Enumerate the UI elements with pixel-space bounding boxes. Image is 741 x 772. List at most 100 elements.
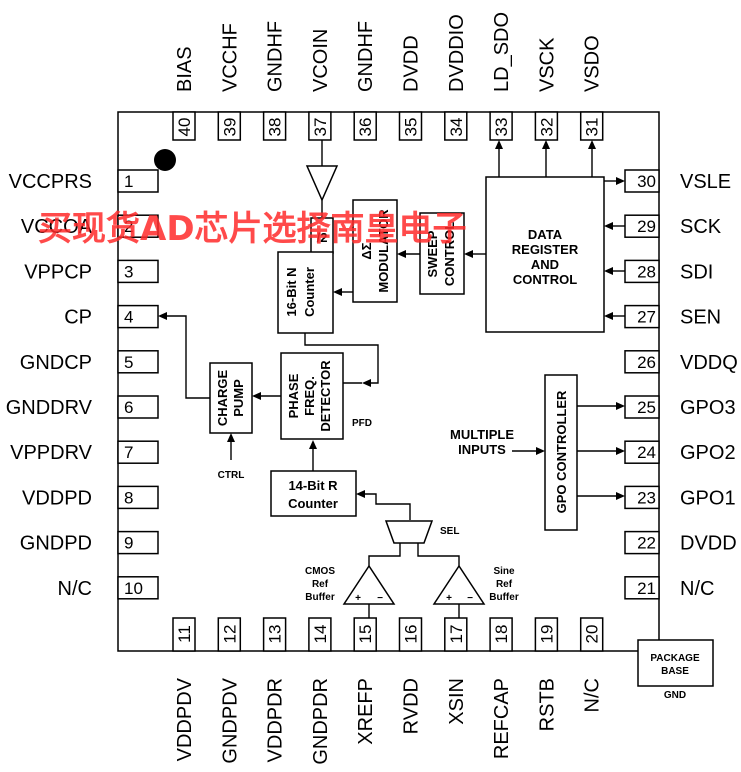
pin-9-box (117, 530, 159, 555)
sine-label-2: Ref (496, 579, 513, 590)
pin-24-box (624, 440, 660, 464)
pin-16-box (398, 617, 423, 652)
vco-buffer (305, 165, 339, 202)
pin-4-number: 4 (124, 308, 133, 327)
pin-38-box (262, 111, 287, 141)
pin-39-number: 39 (220, 118, 239, 137)
pin-40-name: BIAS (174, 46, 196, 92)
pin-30-number: 30 (637, 172, 656, 191)
pin-21-name: N/C (680, 578, 714, 600)
pin-6-name: GNDDRV (6, 397, 93, 419)
pin-39-box (217, 111, 242, 141)
n-counter-label-1: 16-Bit N (284, 267, 299, 316)
cmos-label-2: Ref (312, 579, 329, 590)
pin-31-number: 31 (583, 118, 602, 137)
pin-15-number: 15 (356, 625, 375, 644)
cmos-minus: − (377, 593, 383, 604)
gpo-controller-block (544, 374, 578, 531)
pin-27-number: 27 (637, 308, 656, 327)
pin-2-box (117, 214, 159, 238)
pin-28-name: SDI (680, 261, 713, 283)
pin-23-name: GPO1 (680, 487, 736, 509)
pin-5-box (117, 350, 159, 374)
pin-6-number: 6 (124, 398, 133, 417)
pin-14-number: 14 (311, 625, 330, 644)
pin-32-number: 32 (537, 118, 556, 137)
sine-label-3: Buffer (489, 592, 519, 603)
pin-15-name: XREFP (355, 678, 377, 745)
pin-22-number: 22 (637, 534, 656, 553)
r-counter-label-2: Counter (288, 496, 338, 511)
pin-7-number: 7 (124, 443, 133, 462)
pfd-label-2: FREQ. (302, 376, 317, 416)
package-base-label-1: PACKAGE (650, 653, 700, 664)
pin-31-box (579, 111, 604, 141)
pin-34-box (444, 111, 468, 141)
watermark-text: 买现货AD芯片选择南皇电子 (38, 209, 467, 249)
charge-pump-label-1: CHARGE (215, 370, 230, 427)
ctrl-label: CTRL (218, 470, 245, 481)
pin-18-number: 18 (492, 625, 511, 644)
pin-18-box (489, 617, 513, 652)
pin-32-box (534, 111, 559, 141)
pin-20-name: N/C (582, 678, 604, 712)
pin-12-number: 12 (220, 625, 239, 644)
pin-18-name: REFCAP (491, 678, 513, 759)
pin-3-name: VPPCP (24, 261, 92, 283)
sweep-label-1: SWEEP (425, 230, 440, 277)
pin-16-name: RVDD (401, 678, 423, 734)
pin-37-number: 37 (311, 118, 330, 137)
pin-38-name: GNDHF (265, 21, 287, 92)
pin-36-name: GNDHF (355, 21, 377, 92)
pin-23-number: 23 (637, 488, 656, 507)
pin-13-name: VDDPDR (265, 678, 287, 762)
pin-19-number: 19 (537, 625, 556, 644)
pin-8-name: VDDPD (22, 487, 92, 509)
pin-24-name: GPO2 (680, 442, 736, 464)
data-register-label-3: AND (531, 257, 559, 272)
pin-3-box (117, 259, 159, 284)
pin-4-name: CP (64, 307, 92, 329)
pin-26-name: VDDQ (680, 352, 738, 374)
pin-12-name: GNDPDV (219, 677, 241, 763)
pins-left: 1VCCPRS2VCCOA3VPPCP4CP5GNDCP6GNDDRV7VPPD… (6, 169, 159, 600)
pin-11-number: 11 (175, 625, 194, 643)
pin-38-number: 38 (266, 118, 285, 137)
cmos-label-1: CMOS (305, 566, 335, 577)
pin-5-number: 5 (124, 353, 133, 372)
pin-8-box (117, 485, 159, 510)
pin1-marker (154, 149, 176, 171)
pins-top: 40BIAS39VCCHF38GNDHF37VCOIN36GNDHF35DVDD… (172, 12, 604, 141)
pin-13-box (262, 617, 287, 652)
pin-25-number: 25 (637, 398, 656, 417)
pin-34-number: 34 (447, 118, 466, 137)
sine-minus: − (467, 593, 473, 604)
pin-16-number: 16 (402, 625, 421, 644)
pin-25-name: GPO3 (680, 397, 736, 419)
pin-39-name: VCCHF (219, 23, 241, 92)
pin-12-box (217, 617, 242, 652)
pin-20-box (579, 617, 604, 652)
pin-17-number: 17 (447, 625, 466, 644)
pin-6-box (117, 395, 159, 419)
modulator-block (352, 199, 398, 303)
pin-1-name: VCCPRS (9, 171, 92, 193)
pin-5-name: GNDCP (20, 352, 92, 374)
pin-17-name: XSIN (446, 678, 468, 725)
gnd-label: GND (664, 690, 686, 701)
pin-10-number: 10 (124, 579, 143, 598)
package-base-block (637, 639, 714, 687)
pfd-label-3: DETECTOR (318, 360, 333, 432)
pin-23-box (624, 485, 660, 510)
pin-11-name: VDDPDV (174, 677, 196, 761)
pin-29-number: 29 (637, 217, 656, 236)
sine-plus: + (446, 593, 452, 604)
multiple-inputs-label-1: MULTIPLE (450, 427, 514, 442)
pin-4-box (117, 304, 159, 329)
sel-label: SEL (440, 526, 459, 537)
pin-2-name: VCCOA (21, 216, 93, 238)
data-register-label-1: DATA (528, 227, 563, 242)
pin-20-number: 20 (583, 625, 602, 644)
pin-10-box (117, 576, 159, 600)
